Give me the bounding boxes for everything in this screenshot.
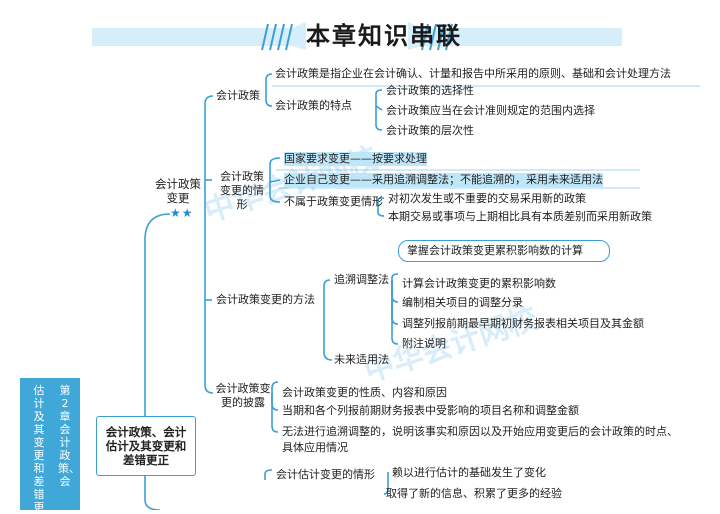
retro-step: 附注说明 bbox=[402, 337, 446, 350]
policy-definition: 会计政策是指企业在会计确认、计量和报告中所采用的原则、基础和会计处理方法 bbox=[275, 67, 671, 80]
policy-features-label: 会计政策的特点 bbox=[275, 99, 352, 112]
callout-text: 掌握会计政策变更累积影响数的计算 bbox=[407, 244, 583, 257]
situation-item: 国家要求变更——按要求处理 bbox=[284, 152, 427, 166]
disclosure-item: 具体应用情况 bbox=[282, 441, 348, 454]
policy-feature-item: 会计政策的选择性 bbox=[386, 84, 474, 97]
estimate-situations-label: 会计估计变更的情形 bbox=[276, 468, 375, 481]
callout-bubble: 掌握会计政策变更累积影响数的计算 bbox=[398, 240, 610, 262]
situation-item: 企业自己变更——采用追溯调整法；不能追溯的，采用未来适用法 bbox=[284, 173, 603, 187]
retro-step: 计算会计政策变更的累积影响数 bbox=[402, 277, 556, 290]
not-change-item: 对初次发生或不重要的交易采用新的政策 bbox=[388, 192, 586, 205]
not-change-item: 本期交易或事项与上期相比具有本质差别而采用新政策 bbox=[388, 210, 652, 223]
future-label: 未来适用法 bbox=[334, 353, 389, 366]
policy-change-label: 会计政策变更 bbox=[155, 177, 201, 205]
not-change-label: 不属于政策变更情形 bbox=[284, 195, 383, 208]
chapter-tab: 第2章 会计政策、会 估计及其变更和差错更 bbox=[20, 378, 80, 514]
chapter-tab-text: 第2章 会计政策、会 bbox=[58, 384, 80, 488]
retro-step: 编制相关项目的调整分录 bbox=[402, 296, 523, 309]
disclosure-item: 当期和各个列报前期财务报表中受影响的项目名称和调整金额 bbox=[282, 404, 579, 417]
disclosure-item: 无法进行追溯调整的，说明该事实和原因以及开始应用变更后的会计政策的时点、 bbox=[282, 425, 678, 438]
situations-label: 会计政策变更的情形 bbox=[220, 170, 264, 211]
policy-feature-item: 会计政策的层次性 bbox=[386, 124, 474, 137]
chapter-tab-text: 估计及其变更和差错更 bbox=[33, 384, 45, 514]
header-banner bbox=[92, 22, 622, 51]
disclosure-item: 会计政策变更的性质、内容和原因 bbox=[282, 386, 447, 399]
importance-stars: ★★ bbox=[170, 206, 194, 220]
page-title: 本章知识串联 bbox=[306, 22, 462, 50]
policy-label: 会计政策 bbox=[216, 89, 260, 102]
retro-label: 追溯调整法 bbox=[334, 273, 389, 286]
policy-feature-item: 会计政策应当在会计准则规定的范围内选择 bbox=[386, 104, 595, 117]
disclosure-label: 会计政策变更的披露 bbox=[215, 382, 271, 409]
estimate-item: 赖以进行估计的基础发生了变化 bbox=[392, 466, 546, 479]
retro-step: 调整列报前期最早期初财务报表相关项目及其金额 bbox=[402, 317, 644, 330]
methods-label: 会计政策变更的方法 bbox=[216, 293, 315, 306]
root-node-label: 会计政策、会计估计及其变更和差错更正 bbox=[105, 425, 187, 467]
root-node: 会计政策、会计估计及其变更和差错更正 bbox=[96, 416, 196, 476]
estimate-item: 取得了新的信息、积累了更多的经验 bbox=[386, 487, 562, 500]
